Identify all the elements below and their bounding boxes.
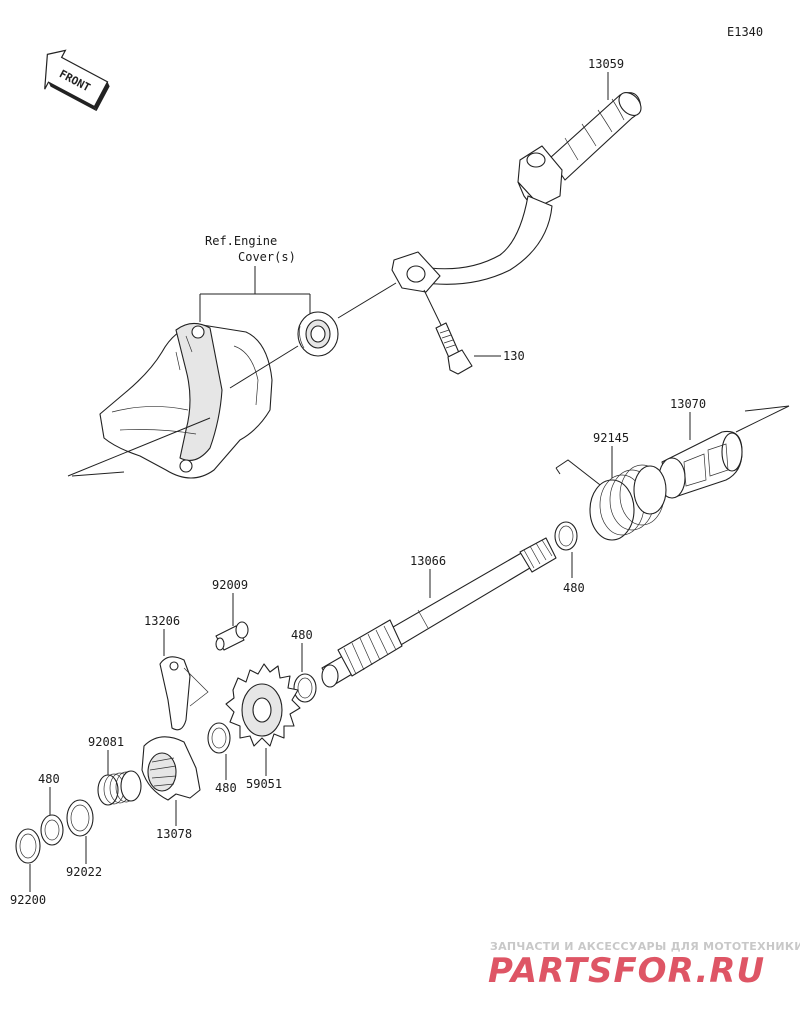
circlip [293, 673, 317, 703]
part-number-480-shaft[interactable]: 480 [563, 581, 585, 595]
part-number-480-left[interactable]: 480 [38, 772, 60, 786]
kick-pedal [391, 92, 642, 293]
part-number-13078[interactable]: 13078 [156, 827, 192, 841]
kickstarter-shaft [321, 537, 557, 688]
part-number-130[interactable]: 130 [503, 349, 525, 363]
part-number-92145[interactable]: 92145 [593, 431, 629, 445]
part-number-13059[interactable]: 13059 [588, 57, 624, 71]
front-arrow-icon: FRONT [44, 49, 110, 112]
ref-label-line2: Cover(s) [238, 250, 296, 264]
ref-engine-cover-label: Ref.Engine Cover(s) [199, 234, 311, 322]
part-number-92200[interactable]: 92200 [10, 893, 46, 907]
washer [15, 828, 41, 864]
torsion-spring [555, 459, 667, 541]
part-number-13070[interactable]: 13070 [670, 397, 706, 411]
ref-label-line1: Ref.Engine [205, 234, 277, 248]
part-number-13066[interactable]: 13066 [410, 554, 446, 568]
part-number-92009[interactable]: 92009 [212, 578, 248, 592]
part-number-480-mid[interactable]: 480 [291, 628, 313, 642]
bolt [423, 289, 473, 375]
part-number-13206[interactable]: 13206 [144, 614, 180, 628]
washer [66, 799, 94, 837]
part-labels: 13059 130 13070 92145 480 13066 92009 13… [10, 57, 706, 907]
circlip [207, 722, 231, 754]
watermark: ЗАПЧАСТИ И АКСЕССУАРЫ ДЛЯ МОТОТЕХНИКИ PA… [488, 940, 800, 991]
bolt [215, 621, 249, 651]
part-number-92081[interactable]: 92081 [88, 735, 124, 749]
diagram-code: E1340 [727, 25, 763, 39]
circlip [554, 521, 578, 551]
oil-seal [297, 311, 339, 357]
cylinder-guide [658, 430, 743, 499]
engine-cover [67, 322, 273, 479]
watermark-tagline: ЗАПЧАСТИ И АКСЕССУАРЫ ДЛЯ МОТОТЕХНИКИ [490, 940, 800, 953]
ratchet [141, 736, 201, 801]
leader-lines [29, 72, 691, 892]
part-number-59051[interactable]: 59051 [246, 777, 282, 791]
part-number-92022[interactable]: 92022 [66, 865, 102, 879]
part-number-480-gear[interactable]: 480 [215, 781, 237, 795]
kick-gear [225, 663, 301, 747]
coil-spring [97, 770, 142, 806]
stopper-plate [159, 656, 209, 731]
circlip [40, 814, 64, 846]
watermark-brand: PARTSFOR.RU [488, 951, 765, 991]
